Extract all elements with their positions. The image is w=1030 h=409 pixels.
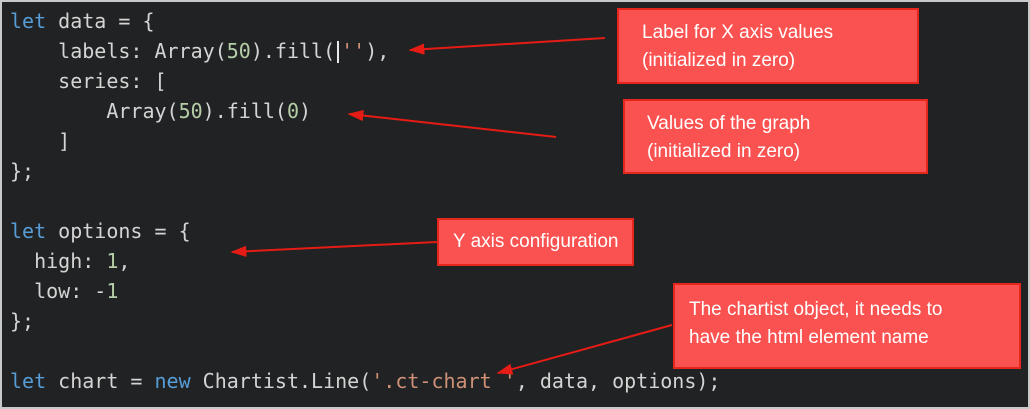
code-token-keyword: let — [10, 9, 47, 33]
code-token-default: chart = — [46, 369, 155, 393]
code-line: let data = { — [10, 6, 1028, 36]
code-line: let chart = new Chartist.Line('.ct-chart… — [10, 366, 1028, 396]
code-token-default: ).fill( — [250, 39, 336, 63]
code-token-keyword: let — [10, 219, 47, 243]
code-line: }; — [10, 306, 1028, 336]
code-line: labels: Array(50).fill(''), — [10, 36, 1028, 66]
code-token-keyword: let — [10, 369, 47, 393]
code-token-default: ).fill( — [202, 99, 287, 123]
code-editor[interactable]: let data = { labels: Array(50).fill(''),… — [2, 2, 1028, 396]
code-token-default: ), — [365, 39, 390, 63]
code-token-default: series: [ — [10, 69, 167, 93]
code-line: series: [ — [10, 66, 1028, 96]
code-token-default: Chartist.Line( — [190, 369, 372, 393]
annotation-graph-values: Values of the graph (initialized in zero… — [623, 99, 928, 174]
code-line — [10, 186, 1028, 216]
code-token-keyword: new — [154, 369, 191, 393]
annotation-chartist-object: The chartist object, it needs to have th… — [673, 283, 1021, 369]
code-token-number: 50 — [226, 39, 251, 63]
code-token-default: data = { — [46, 9, 155, 33]
code-token-default: }; — [10, 159, 35, 183]
annotation-text-line: have the html element name — [689, 327, 929, 348]
annotation-text-line: (initialized in zero) — [647, 141, 801, 162]
text-cursor — [337, 41, 340, 63]
code-token-default: ) — [299, 99, 312, 123]
code-token-default: ] — [10, 129, 71, 153]
code-line: Array(50).fill(0) — [10, 96, 1028, 126]
code-token-default: options = { — [46, 219, 191, 243]
code-token-default: high: — [10, 249, 107, 273]
annotation-text-line: Values of the graph — [647, 113, 811, 134]
annotation-x-axis-labels: Label for X axis values (initialized in … — [617, 8, 919, 84]
annotation-text-line: (initialized in zero) — [642, 50, 796, 71]
code-token-default: , — [118, 249, 131, 273]
code-token-default: , data, options); — [515, 369, 721, 393]
code-token-number: 50 — [178, 99, 203, 123]
code-token-default: labels: Array( — [10, 39, 227, 63]
code-token-default: low: — [10, 279, 95, 303]
code-line: high: 1, — [10, 246, 1028, 276]
code-line: }; — [10, 156, 1028, 186]
code-token-number: 1 — [106, 249, 119, 273]
code-token-number: 1 — [106, 279, 119, 303]
annotation-text-line: The chartist object, it needs to — [689, 299, 943, 320]
code-token-string: '' — [341, 39, 366, 63]
code-line: ] — [10, 126, 1028, 156]
code-token-default: }; — [10, 309, 35, 333]
code-token-string: '.ct-chart ' — [371, 369, 516, 393]
annotation-y-axis-config: Y axis configuration — [437, 218, 634, 266]
annotation-text-line: Label for X axis values — [642, 22, 834, 43]
code-token-default: Array( — [10, 99, 179, 123]
code-line: low: -1 — [10, 276, 1028, 306]
annotation-text-line: Y axis configuration — [453, 231, 619, 252]
code-token-number: 0 — [286, 99, 300, 123]
code-line: let options = { — [10, 216, 1028, 246]
code-token-default: - — [94, 279, 107, 303]
